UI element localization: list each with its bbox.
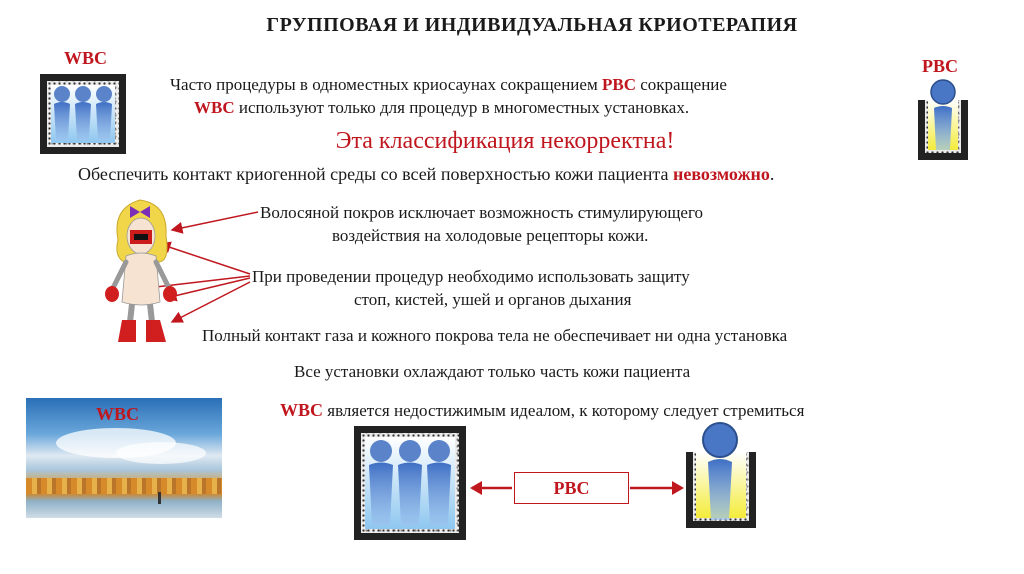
double-arrow: [470, 481, 684, 495]
gas-contact-text: Полный контакт газа и кожного покрова те…: [202, 326, 788, 345]
contact-text: Обеспечить контакт криогенной среды со в…: [78, 164, 673, 184]
hair-text-line-2: воздействия на холодовые рецепторы кожи.: [332, 226, 649, 245]
cloud-shape: [116, 442, 206, 464]
large-cabin-figures: [369, 440, 451, 525]
small-cabin-figures: [54, 86, 112, 140]
ideal-statement: WBC является недостижимым идеалом, к кот…: [280, 400, 804, 421]
wbc-top-label: WBC: [64, 48, 108, 68]
hair-text-line-1: Волосяной покров исключает возможность с…: [260, 203, 704, 222]
contact-period: .: [769, 164, 775, 184]
intro-text-b: используют только для процедур в многоме…: [234, 98, 690, 117]
intro-rbc-term: PBC: [601, 75, 636, 94]
landscape-image: [26, 398, 222, 518]
trees-band: [26, 478, 222, 494]
protected-patient-cartoon: [105, 199, 177, 342]
intro-line-2: WBC используют только для процедур в мно…: [194, 98, 689, 118]
contact-statement: Обеспечить контакт криогенной среды со в…: [78, 164, 774, 185]
large-rbc-figure: [702, 422, 738, 520]
rbc-center-box: PBC: [514, 472, 629, 504]
classification-warning: Эта классификация некорректна!: [335, 128, 675, 154]
all-units-text: Все установки охлаждают только часть кож…: [294, 362, 691, 381]
rbc-top-label: PBC: [922, 56, 958, 76]
intro-wbc-term: WBC: [194, 98, 235, 117]
protect-text-line-1: При проведении процедур необходимо испол…: [252, 267, 690, 286]
page-title: ГРУППОВАЯ И ИНДИВИДУАЛЬНАЯ КРИОТЕРАПИЯ: [266, 14, 798, 36]
ideal-text: является недостижимым идеалом, к котором…: [323, 401, 805, 420]
small-rbc-figure: [930, 79, 956, 150]
person-silhouette: [158, 492, 161, 504]
intro-line-1: Часто процедуры в одноместных криосаунах…: [170, 75, 727, 95]
protect-text-line-2: стоп, кистей, ушей и органов дыхания: [354, 290, 632, 309]
impossible-word: невозможно: [672, 164, 770, 184]
intro-text-c: сокращение: [635, 75, 727, 94]
ideal-wbc-term: WBC: [280, 400, 324, 420]
wbc-landscape-label: WBC: [96, 404, 140, 424]
intro-text-a: Часто процедуры в одноместных криосаунах…: [170, 75, 602, 94]
